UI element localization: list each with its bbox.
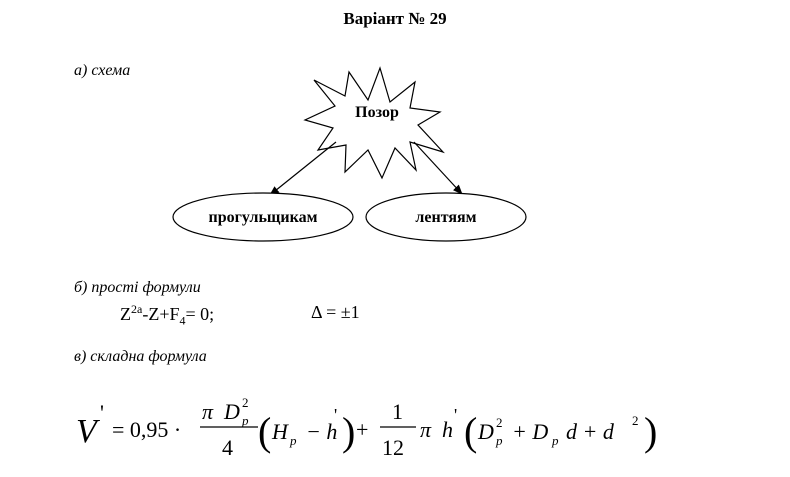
section-b-label: б) прості формули bbox=[74, 279, 201, 296]
cf-rparen-1: ) bbox=[342, 409, 355, 454]
cf-h: h bbox=[442, 417, 453, 442]
cf-rparen-2: ) bbox=[644, 409, 657, 454]
node-center-label: Позор bbox=[355, 104, 399, 121]
section-c-label: в) складна формула bbox=[74, 348, 207, 365]
eq1-middle: -Z+F bbox=[142, 304, 180, 324]
cf-h-prime-1: ' bbox=[334, 405, 337, 425]
cf-lparen-1: ( bbox=[258, 409, 271, 454]
cf-minus-h: − h bbox=[306, 419, 337, 444]
cf-pi-2: π bbox=[420, 417, 432, 442]
starburst-shape bbox=[303, 66, 445, 180]
node-left-label: прогульщикам bbox=[208, 209, 317, 226]
cf-D-exp-2: 2 bbox=[496, 415, 503, 430]
cf-plus: + bbox=[356, 417, 368, 442]
cf-H-sub: p bbox=[289, 433, 297, 448]
node-left-ellipse bbox=[172, 192, 354, 242]
eq1-subscript: 4 bbox=[179, 313, 186, 328]
cf-D-1: D bbox=[223, 399, 240, 424]
cf-denom-4: 4 bbox=[222, 435, 233, 460]
cf-Dp-sub: p bbox=[551, 433, 559, 448]
page-title: Варіант № 29 bbox=[343, 9, 447, 28]
cf-h-prime-2: ' bbox=[454, 405, 457, 425]
cf-pi-1: π bbox=[202, 399, 214, 424]
section-a-label: а) схема bbox=[74, 62, 131, 79]
arrow-right bbox=[413, 141, 463, 195]
arrow-left bbox=[269, 141, 337, 196]
cf-D-2: D bbox=[477, 419, 494, 444]
cf-d-exp: 2 bbox=[632, 413, 639, 428]
cf-num-1: 1 bbox=[392, 399, 403, 424]
node-right-label: лентяям bbox=[415, 209, 476, 226]
cf-D-sub-2: p bbox=[495, 433, 503, 448]
eq1-tail: = 0; bbox=[185, 304, 215, 324]
cf-lhs: V bbox=[76, 413, 101, 450]
eq1-exponent: 2a bbox=[131, 302, 143, 316]
cf-coef: = 0,95 · bbox=[112, 417, 181, 442]
complex-formula: V ' = 0,95 · π D 2 p 4 ( H p − h ' ) + 1… bbox=[76, 395, 657, 460]
cf-d-plus-d: d + d bbox=[566, 419, 615, 444]
cf-lparen-2: ( bbox=[464, 409, 477, 454]
simple-formula-1: Z2a-Z+F4= 0; bbox=[120, 302, 214, 329]
eq1-z: Z bbox=[120, 304, 131, 324]
simple-formula-2: Δ = ±1 bbox=[311, 302, 360, 322]
cf-H: H bbox=[271, 419, 289, 444]
cf-D-sub-1: p bbox=[241, 413, 249, 428]
cf-plus-Dp: + D bbox=[512, 419, 548, 444]
node-right-ellipse bbox=[365, 192, 527, 242]
cf-lhs-prime: ' bbox=[100, 400, 104, 425]
cf-D-exp-1: 2 bbox=[242, 395, 249, 410]
cf-denom-12: 12 bbox=[382, 435, 404, 460]
